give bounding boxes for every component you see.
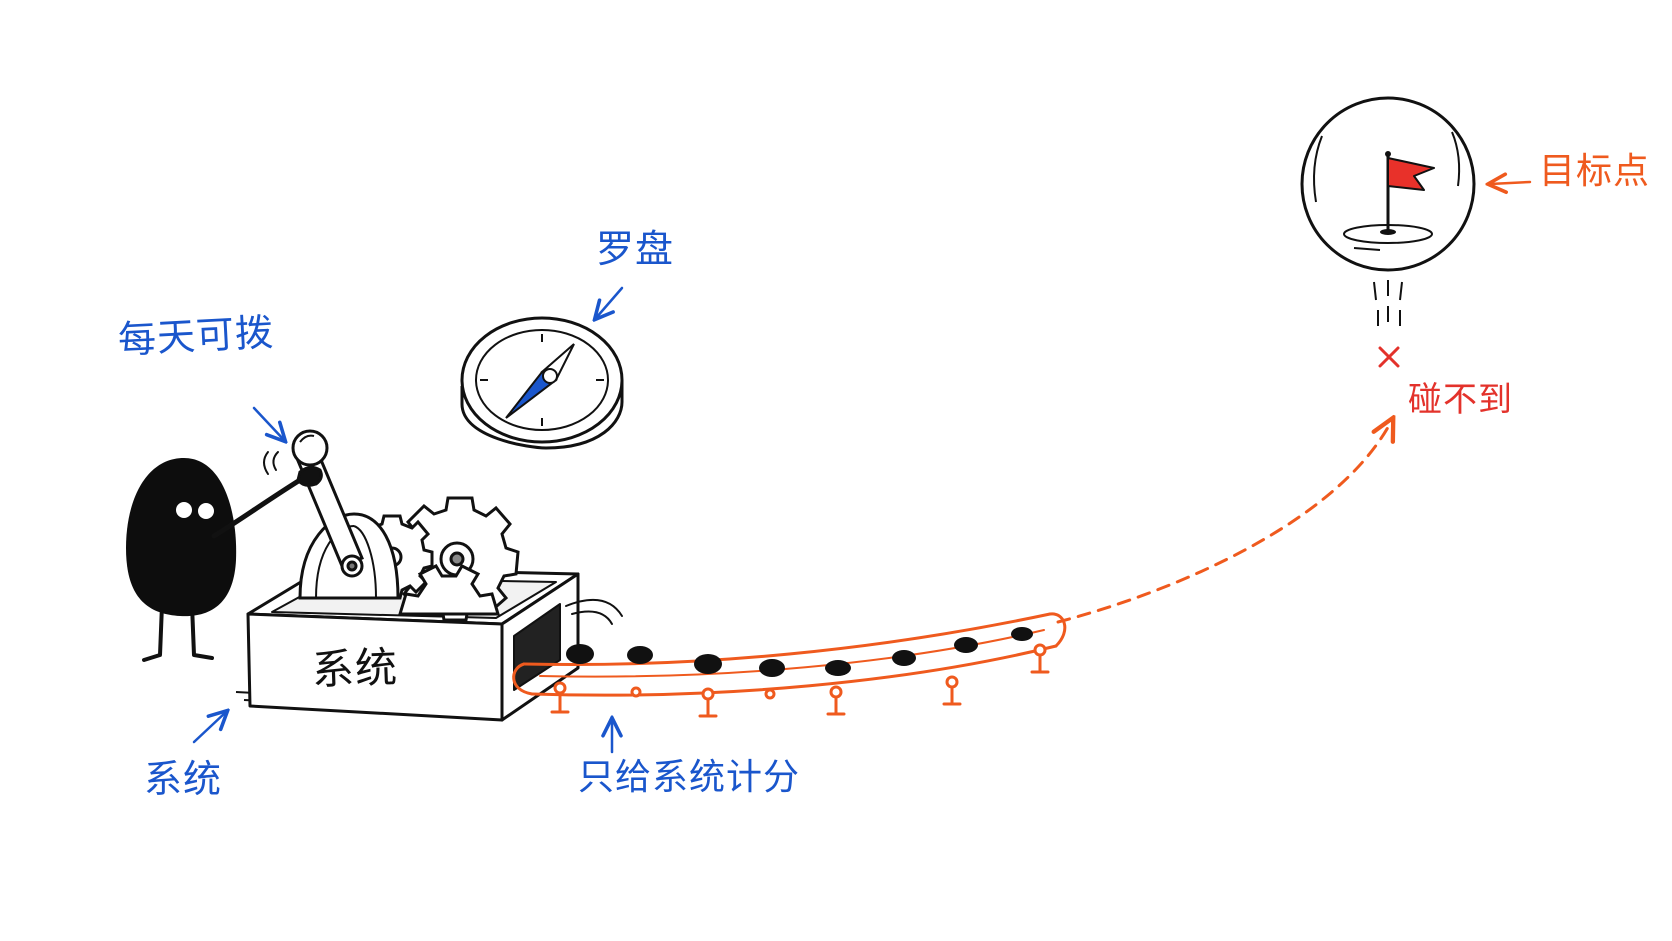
lever-icon[interactable] (291, 429, 364, 578)
ball-items (566, 627, 1033, 677)
conveyor-belt (512, 612, 1067, 718)
goal-flag-icon (1380, 151, 1435, 235)
label-compass: 罗盘 (596, 227, 675, 271)
label-score-only: 只给系统计分 (578, 757, 801, 798)
label-system-note: 系统 (144, 757, 223, 801)
arrow-system (192, 712, 226, 744)
arrow-compass (596, 286, 624, 318)
arrow-target (1490, 182, 1532, 184)
gear-icon (350, 496, 520, 622)
label-system-box: 系统 (311, 642, 399, 695)
compass-icon (460, 316, 624, 450)
motion-marks (263, 451, 279, 475)
label-target: 目标点 (1539, 151, 1651, 192)
arrow-daily-adjust (252, 406, 284, 440)
trajectory-path (1056, 420, 1392, 624)
label-daily-adjust: 每天可拨 (116, 309, 276, 363)
label-miss: 碰不到 (1408, 380, 1513, 420)
exit-motion-marks (565, 599, 623, 625)
blob-character-icon (126, 458, 303, 662)
x-mark-icon (1378, 346, 1400, 368)
